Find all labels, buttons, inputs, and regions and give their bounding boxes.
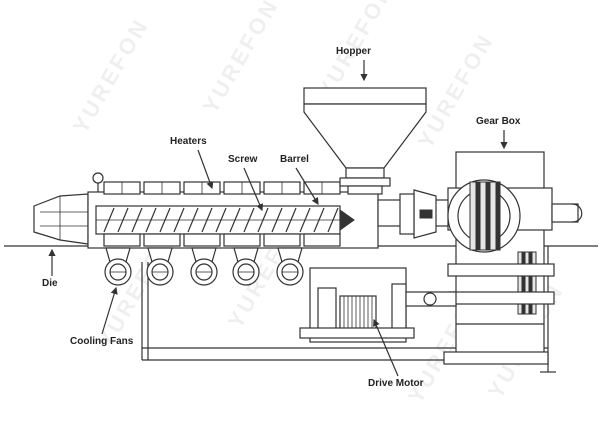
label-hopper-text: Hopper: [336, 46, 371, 57]
screw-flight: [117, 207, 129, 233]
label-heaters-text: Heaters: [170, 136, 207, 147]
screw-flight: [103, 207, 115, 233]
drive-motor: [299, 267, 457, 343]
hopper: [303, 87, 427, 195]
heaters: [103, 181, 341, 247]
cooling-fans: [104, 247, 304, 286]
label-die-text: Die: [42, 278, 58, 289]
heater-band: [183, 233, 221, 247]
heater-band: [143, 233, 181, 247]
label-die: Die: [42, 248, 58, 289]
label-screw-text: Screw: [228, 154, 258, 165]
screw-flight: [229, 207, 241, 233]
screw-flight: [187, 207, 199, 233]
drive-coupling: [377, 189, 459, 239]
screw-flight: [299, 207, 311, 233]
label-drive-motor-text: Drive Motor: [368, 378, 424, 389]
label-barrel: Barrel: [280, 154, 319, 206]
screw-flight: [313, 207, 325, 233]
label-cooling-fans-text: Cooling Fans: [70, 336, 134, 347]
screw-flight: [243, 207, 255, 233]
screw-tip: [339, 209, 355, 231]
heater-band: [263, 233, 301, 247]
screw-flight: [271, 207, 283, 233]
screw: [103, 207, 355, 233]
screw-flight: [257, 207, 269, 233]
watermark-text: YUREFON: [68, 14, 154, 138]
label-cooling-fans: Cooling Fans: [70, 286, 134, 347]
heater-band: [303, 233, 341, 247]
watermark-text: YUREFON: [198, 0, 284, 118]
die: [33, 172, 104, 245]
screw-flight: [215, 207, 227, 233]
label-gear-box-text: Gear Box: [476, 116, 521, 127]
label-gear-box: Gear Box: [476, 116, 521, 150]
label-barrel-text: Barrel: [280, 154, 309, 165]
screw-flight: [159, 207, 171, 233]
gear-box: [443, 151, 583, 365]
screw-flight: [201, 207, 213, 233]
screw-flight: [327, 207, 339, 233]
heater-band: [103, 233, 141, 247]
label-screw: Screw: [228, 154, 263, 212]
heater-band: [223, 233, 261, 247]
label-heaters: Heaters: [170, 136, 214, 190]
screw-flight: [145, 207, 157, 233]
screw-flight: [285, 207, 297, 233]
screw-flight: [131, 207, 143, 233]
screw-flight: [173, 207, 185, 233]
label-drive-motor: Drive Motor: [368, 318, 424, 389]
label-hopper: Hopper: [336, 46, 371, 82]
